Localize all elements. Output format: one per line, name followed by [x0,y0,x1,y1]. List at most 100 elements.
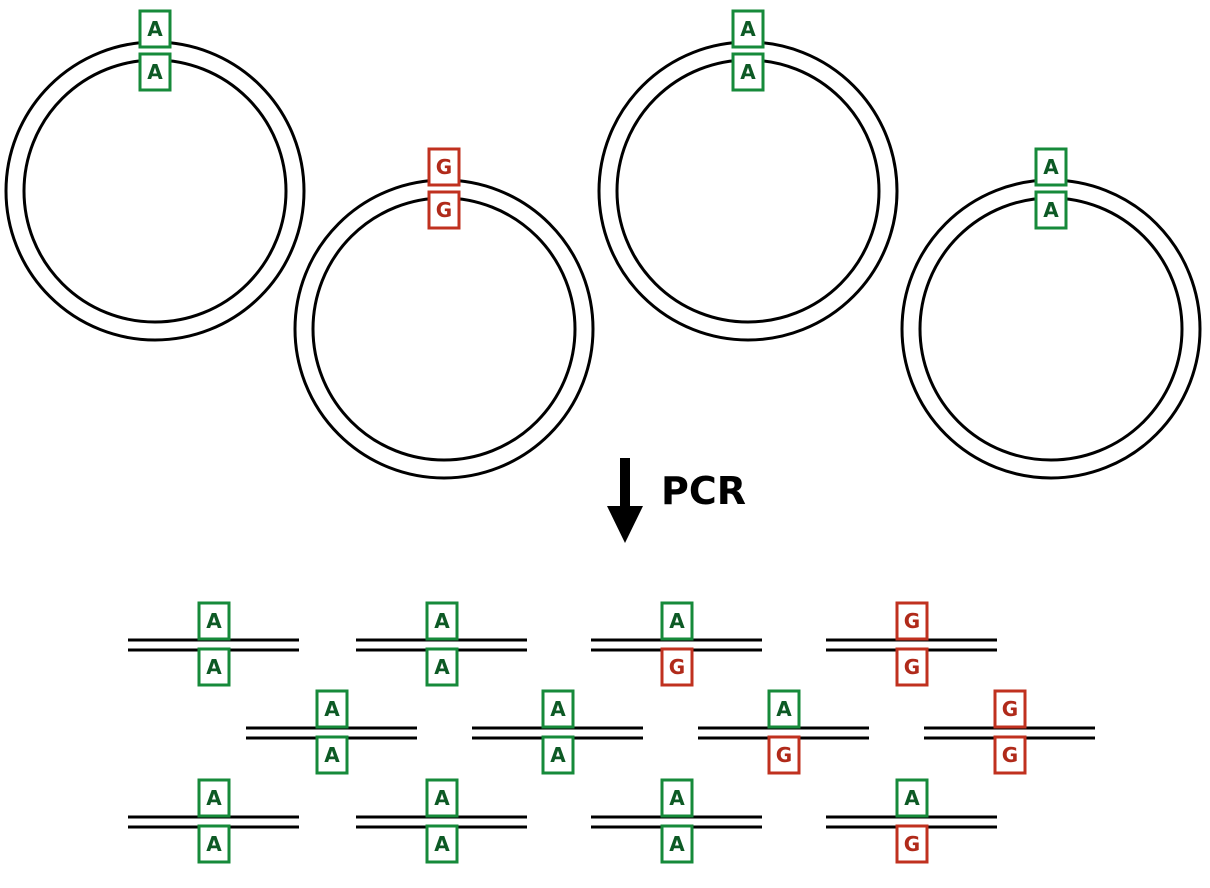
base-box [1034,190,1068,230]
plasmid-inner-strand [615,58,881,324]
base-label: A [324,743,340,767]
product-base-bottom: G [895,824,929,864]
pcr-product-10: AA [356,778,527,864]
product-base-bottom: A [541,735,575,775]
plasmid-inner-strand [22,58,288,324]
pcr-product-1: AA [128,601,299,687]
product-base-top: A [425,601,459,641]
base-label: A [434,655,450,679]
plasmid-4: AA [900,147,1202,480]
product-base-top: A [660,778,694,818]
base-box [993,735,1027,775]
product-base-top: A [197,601,231,641]
base-label: G [904,832,920,856]
base-box [425,778,459,818]
pcr-product-9: AA [128,778,299,864]
product-base-top: A [425,778,459,818]
pcr-product-12: AG [826,778,997,864]
base-label: A [669,609,685,633]
plasmid-base-top: A [731,9,765,49]
base-label: A [1043,155,1059,179]
base-label: A [550,697,566,721]
base-label: A [669,786,685,810]
base-box [731,52,765,92]
base-label: A [550,743,566,767]
product-base-bottom: G [660,647,694,687]
plasmid-3: AA [597,9,899,342]
base-label: A [740,60,756,84]
product-base-top: A [315,689,349,729]
product-base-bottom: G [767,735,801,775]
base-box [425,647,459,687]
base-label: A [324,697,340,721]
product-base-bottom: G [895,647,929,687]
base-label: A [206,609,222,633]
pcr-label: PCR [661,469,746,513]
product-base-bottom: G [993,735,1027,775]
plasmid-inner-strand [311,196,577,462]
base-label: A [904,786,920,810]
plasmid-base-bottom: A [1034,190,1068,230]
base-box [197,647,231,687]
base-label: A [776,697,792,721]
product-base-top: G [993,689,1027,729]
base-box [425,601,459,641]
base-label: A [147,60,163,84]
plasmid-inner-strand [918,196,1184,462]
base-box [541,689,575,729]
base-label: A [434,609,450,633]
pcr-product-2: AA [356,601,527,687]
base-label: A [206,832,222,856]
base-box [895,778,929,818]
pcr-product-5: AA [246,689,417,775]
plasmid-base-top: A [138,9,172,49]
pcr-product-11: AA [591,778,762,864]
base-label: G [669,655,685,679]
base-box [660,601,694,641]
base-box [1034,147,1068,187]
base-label: A [434,786,450,810]
base-box [895,824,929,864]
product-base-top: A [767,689,801,729]
base-label: G [904,655,920,679]
plasmid-base-top: G [427,147,461,187]
base-box [197,778,231,818]
base-label: G [904,609,920,633]
base-label: G [776,743,792,767]
base-box [197,601,231,641]
base-box [197,824,231,864]
base-box [660,824,694,864]
base-label: A [1043,198,1059,222]
base-label: G [1002,697,1018,721]
base-box [731,9,765,49]
product-base-bottom: A [425,647,459,687]
base-box [427,147,461,187]
base-label: A [434,832,450,856]
arrow-head-icon [607,506,643,543]
base-box [541,735,575,775]
product-base-bottom: A [197,824,231,864]
pcr-product-4: GG [826,601,997,687]
product-base-bottom: A [197,647,231,687]
product-base-bottom: A [660,824,694,864]
base-box [315,689,349,729]
base-box [315,735,349,775]
product-base-top: A [895,778,929,818]
base-box [138,9,172,49]
product-base-top: A [197,778,231,818]
base-box [993,689,1027,729]
base-box [767,735,801,775]
base-label: G [1002,743,1018,767]
product-base-top: A [660,601,694,641]
base-box [425,824,459,864]
plasmid-2: GG [293,147,595,480]
base-box [895,647,929,687]
pcr-step: PCR [607,458,746,543]
base-label: A [740,17,756,41]
pcr-product-3: AG [591,601,762,687]
base-label: G [436,198,452,222]
plasmid-base-bottom: A [138,52,172,92]
base-box [767,689,801,729]
